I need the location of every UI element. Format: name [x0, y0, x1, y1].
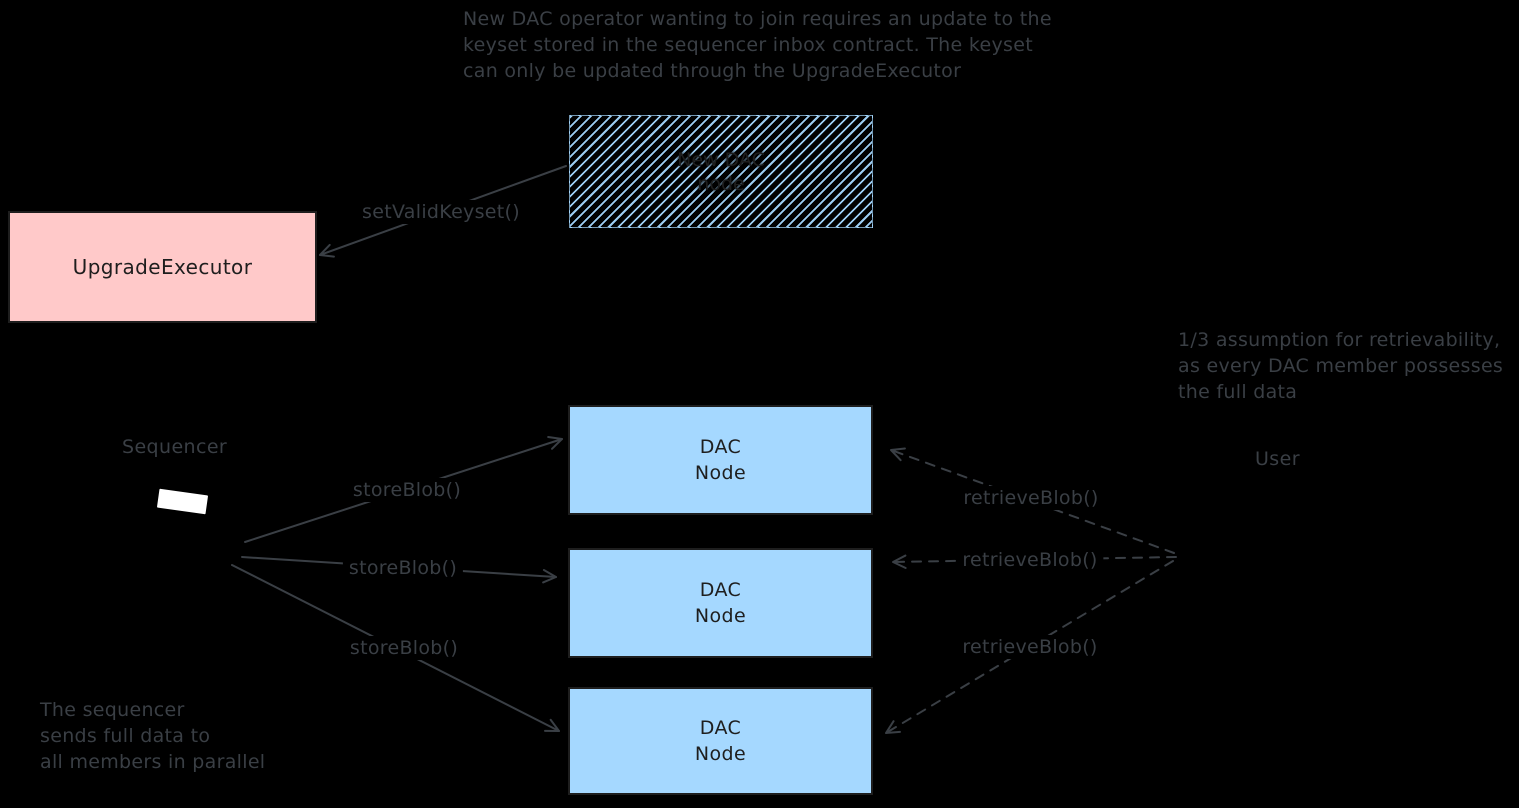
- upgrade-executor-box: UpgradeExecutor: [8, 211, 317, 323]
- upgrade-executor-label: UpgradeExecutor: [72, 255, 253, 279]
- new-dac-node-label: New DAC node: [677, 148, 765, 195]
- note-keyset-update: New DAC operator wanting to join require…: [463, 8, 1052, 82]
- user-label: User: [1255, 448, 1300, 470]
- dac-node-label: DAC Node: [694, 717, 747, 765]
- new-dac-node-box: New DAC node: [569, 115, 873, 228]
- dac-node-label: DAC Node: [694, 579, 747, 627]
- edge-label-retrieve-blob-2: retrieveBlob(): [956, 548, 1104, 572]
- edge-label-retrieve-blob-3: retrieveBlob(): [956, 635, 1104, 659]
- dac-node-box-3: DAC Node: [568, 687, 873, 795]
- edge-label-store-blob-2: storeBlob(): [342, 556, 464, 580]
- dac-node-box-2: DAC Node: [568, 548, 873, 658]
- edge-label-retrieve-blob-1: retrieveBlob(): [957, 486, 1105, 510]
- edge-label-store-blob-1: storeBlob(): [346, 478, 468, 502]
- edge-label-store-blob-3: storeBlob(): [343, 636, 465, 660]
- dac-node-label: DAC Node: [694, 436, 747, 484]
- sequencer-label: Sequencer: [122, 436, 228, 458]
- dac-node-box-1: DAC Node: [568, 405, 873, 515]
- edge-label-set-valid-keyset: setValidKeyset(): [356, 200, 526, 224]
- note-retrievability: 1/3 assumption for retrievability, as ev…: [1178, 329, 1504, 403]
- note-parallel-send: The sequencer sends full data to all mem…: [40, 699, 266, 773]
